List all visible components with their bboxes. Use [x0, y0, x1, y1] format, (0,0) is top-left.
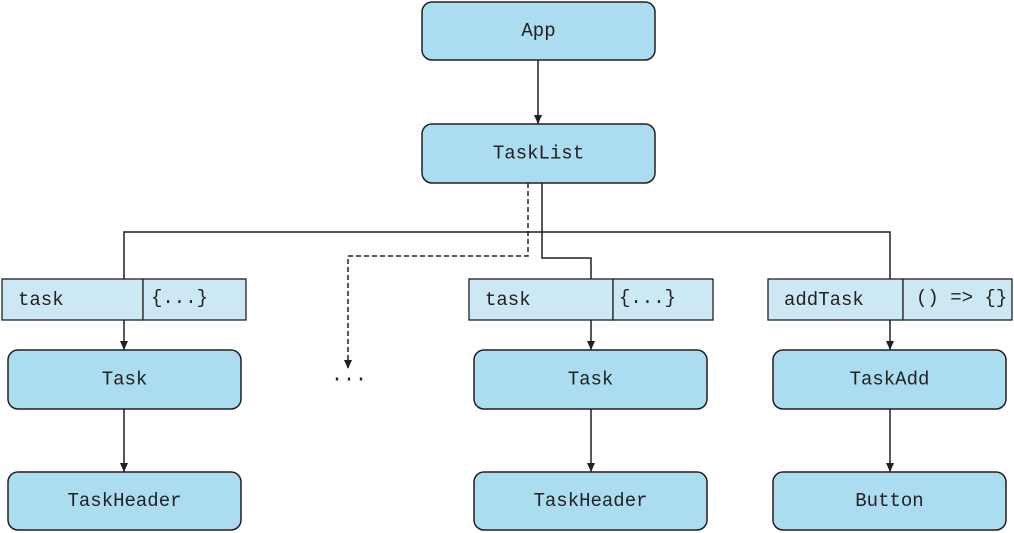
node-task-left-label: Task: [102, 369, 148, 391]
prop-right-name: addTask: [784, 289, 864, 311]
node-task-left: Task: [7, 349, 242, 410]
node-button: Button: [772, 471, 1007, 531]
node-app: App: [421, 1, 656, 61]
node-tasklist: TaskList: [421, 123, 656, 184]
node-app-label: App: [521, 20, 555, 42]
node-button-label: Button: [855, 490, 923, 512]
node-taskheader-left-label: TaskHeader: [67, 490, 181, 512]
node-taskheader-middle-label: TaskHeader: [533, 490, 647, 512]
edge-tasklist-to-more-tasks-dashed: [344, 183, 529, 369]
prop-left-name: task: [18, 289, 64, 311]
node-tasklist-label: TaskList: [493, 143, 584, 165]
node-taskheader-middle: TaskHeader: [473, 471, 708, 531]
node-taskadd-label: TaskAdd: [850, 369, 930, 391]
prop-right-value: () => {}: [916, 287, 1007, 309]
prop-left-value: {...}: [151, 287, 208, 309]
prop-box-right: addTask () => {}: [767, 278, 1013, 321]
prop-box-left: task {...}: [1, 278, 247, 321]
node-taskheader-left: TaskHeader: [7, 471, 242, 531]
more-tasks-ellipsis: ...: [331, 365, 367, 388]
prop-middle-name: task: [485, 289, 531, 311]
node-taskadd: TaskAdd: [772, 349, 1007, 410]
edge-tasklist-to-middle-prop: [541, 183, 592, 279]
prop-box-middle: task {...}: [468, 278, 714, 321]
node-task-middle-label: Task: [568, 369, 614, 391]
prop-middle-value: {...}: [619, 287, 676, 309]
node-task-middle: Task: [473, 349, 708, 410]
edge-tasklist-branch-bus: [123, 231, 891, 279]
